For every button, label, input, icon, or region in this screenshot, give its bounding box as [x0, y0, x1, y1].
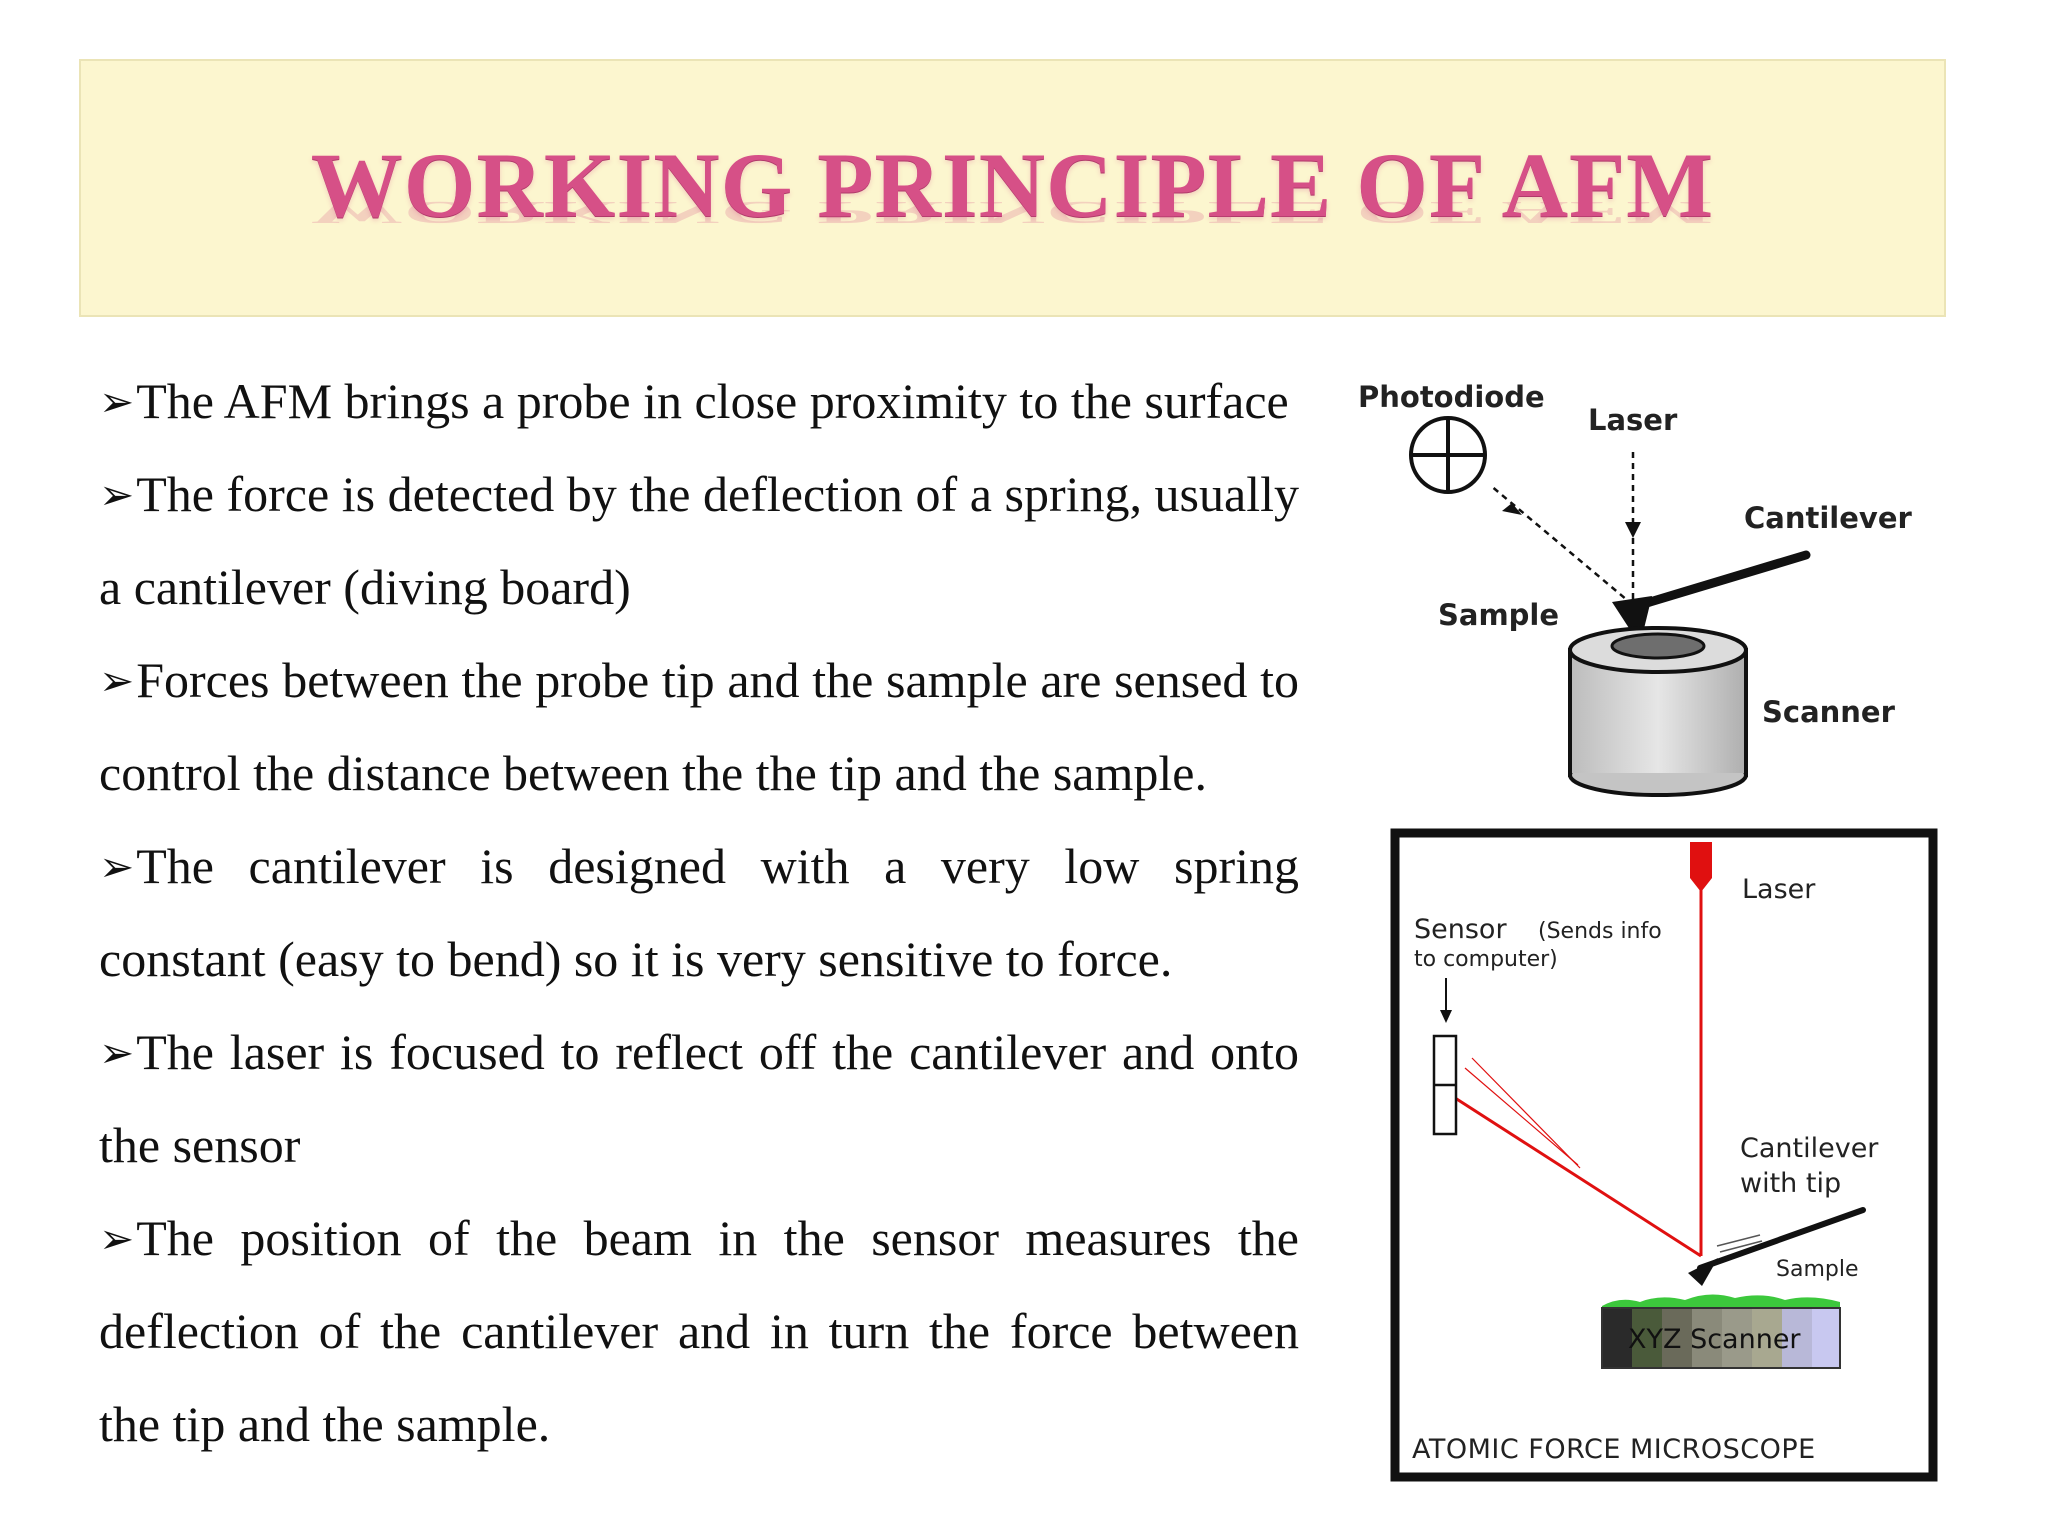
- slide-title: WORKING PRINCIPLE OF AFM: [310, 134, 1715, 236]
- scanner-cylinder: [1568, 626, 1748, 797]
- bullet-item: ➢The AFM brings a probe in close proximi…: [99, 355, 1299, 448]
- sensor-arrow-icon: [1440, 1010, 1452, 1023]
- bullet-text: The cantilever is designed with a very l…: [99, 838, 1299, 987]
- bullet-text: The AFM brings a probe in close proximit…: [136, 373, 1289, 429]
- photodiode-icon: [1409, 416, 1487, 494]
- label-sample: Sample: [1438, 598, 1559, 632]
- bullet-arrow-icon: ➢: [99, 470, 135, 519]
- reflected-laser-beam: [1451, 1094, 1702, 1258]
- label-xyz-scanner: XYZ Scanner: [1628, 1324, 1801, 1355]
- laser-emitter-icon: [1690, 842, 1712, 878]
- label-laser: Laser: [1588, 403, 1678, 437]
- cantilever-tip: [1688, 1258, 1718, 1286]
- label-sensor-note-2: to computer): [1414, 947, 1558, 972]
- label-cantilever: Cantilever: [1744, 501, 1912, 535]
- label-sample: Sample: [1776, 1257, 1859, 1282]
- diagram-caption: ATOMIC FORCE MICROSCOPE: [1412, 1434, 1816, 1465]
- reflected-arrow-icon: [1502, 503, 1522, 515]
- sensor-icon: [1432, 1034, 1458, 1136]
- bullet-text: The force is detected by the deflection …: [99, 466, 1299, 615]
- label-scanner: Scanner: [1762, 695, 1896, 729]
- sample-surface: [1602, 1294, 1840, 1308]
- laser-arrow-icon: [1625, 522, 1641, 538]
- cantilever-beam: [1625, 550, 1811, 613]
- label-laser: Laser: [1742, 874, 1816, 905]
- bullet-text: Forces between the probe tip and the sam…: [99, 652, 1299, 801]
- bullet-item: ➢The cantilever is designed with a very …: [99, 820, 1299, 1006]
- label-sensor-note-1: (Sends info: [1538, 919, 1662, 944]
- bullet-item: ➢The force is detected by the deflection…: [99, 448, 1299, 634]
- label-with-tip: with tip: [1740, 1168, 1841, 1199]
- bullet-arrow-icon: ➢: [99, 377, 135, 426]
- bullet-arrow-icon: ➢: [99, 1214, 135, 1263]
- xyz-scanner-block: [1601, 1307, 1841, 1369]
- bullet-item: ➢The position of the beam in the sensor …: [99, 1192, 1299, 1471]
- bullet-list: ➢The AFM brings a probe in close proximi…: [99, 355, 1299, 1471]
- bullet-arrow-icon: ➢: [99, 1028, 135, 1077]
- bullet-arrow-icon: ➢: [99, 656, 135, 705]
- diagram-frame: [1390, 828, 1938, 1482]
- bullet-item: ➢Forces between the probe tip and the sa…: [99, 634, 1299, 820]
- label-photodiode: Photodiode: [1358, 380, 1545, 414]
- bullet-text: The laser is focused to reflect off the …: [99, 1024, 1299, 1173]
- label-cantilever: Cantilever: [1740, 1133, 1879, 1164]
- bullet-item: ➢The laser is focused to reflect off the…: [99, 1006, 1299, 1192]
- reflected-beam: [1489, 484, 1634, 606]
- label-sensor: Sensor: [1414, 914, 1507, 945]
- bullet-arrow-icon: ➢: [99, 842, 135, 891]
- atomic-force-microscope-diagram: Laser Sensor (Sends info to computer) Ca…: [1390, 828, 1938, 1482]
- bullet-text: The position of the beam in the sensor m…: [99, 1210, 1299, 1452]
- afm-schematic-diagram: Photodiode Laser Cantilever Sample Scann…: [1358, 380, 1912, 797]
- cantilever-beam: [1697, 1207, 1866, 1271]
- slide-title-reflection: WORKING PRINCIPLE OF AFM: [310, 195, 1715, 231]
- title-banner: WORKING PRINCIPLE OF AFM WORKING PRINCIP…: [79, 59, 1946, 317]
